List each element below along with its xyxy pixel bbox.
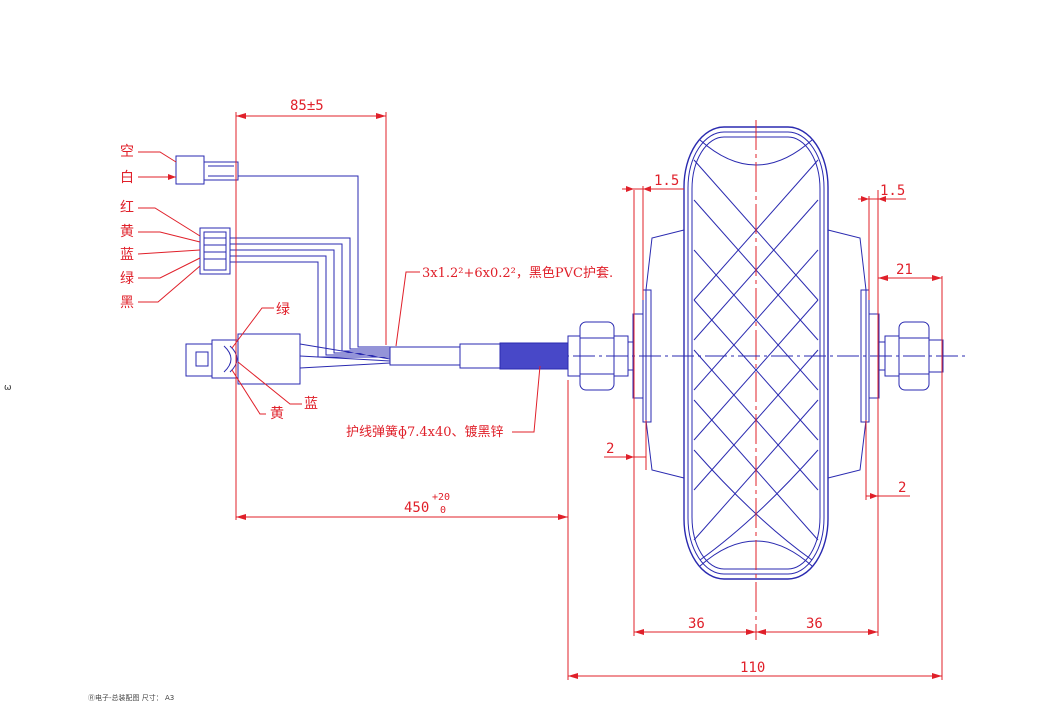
dim-top-width: 85±5 [290,98,324,114]
label-blue: 蓝 [120,247,134,263]
note-spring-spec: 护线弹簧ɸ7.4x40、镀黑锌 [346,424,504,440]
dim-overall-width: 110 [740,660,765,676]
label-white: 白 [120,170,134,186]
motor-plug [237,333,301,385]
notes: 3x1.2²+6x0.2²，黑色PVC护套. 护线弹簧ɸ7.4x40、镀黑锌 [346,265,613,440]
wheel [632,120,880,640]
protective-spring [499,342,569,370]
label-plug-green: 绿 [276,302,290,318]
dim-right-lower-gap: 2 [898,480,906,496]
label-yellow: 黄 [120,223,134,240]
hub-right [827,229,867,479]
dim-right-axle: 21 [896,262,913,278]
hub-left [645,229,685,479]
two-pin-connector [175,155,205,185]
dim-left-lower-gap: 2 [606,441,614,457]
axle-assembly [540,321,966,391]
label-black: 黑 [120,295,134,311]
dim-cable-tol-lower: 0 [440,505,446,516]
footer-title-block: Ⓡ电子-总装配图 尺寸： A3 [88,693,174,702]
wire-bundle [230,175,391,369]
dim-cable-length: 450 [404,500,429,516]
dimension-lines: 85±5 450 +20 0 36 36 110 1.5 [235,98,943,680]
dim-right-flange-gap: 1.5 [880,183,905,199]
five-pin-connector [199,227,231,275]
cable-assembly [175,155,569,385]
label-green: 绿 [120,271,134,287]
wire-labels: 空 白 红 黄 蓝 绿 黑 绿 黄 蓝 [120,144,318,422]
dim-right-half: 36 [806,616,823,632]
dim-left-half: 36 [688,616,705,632]
label-red: 红 [120,200,134,216]
note-cable-spec: 3x1.2²+6x0.2²，黑色PVC护套. [422,265,613,281]
label-empty: 空 [120,144,134,160]
margin-mark: ω [4,383,12,393]
label-plug-yellow: 黄 [270,405,284,422]
dim-cable-tol-upper: +20 [432,492,450,503]
label-plug-blue: 蓝 [304,396,318,412]
dim-left-flange-gap: 1.5 [654,173,679,189]
